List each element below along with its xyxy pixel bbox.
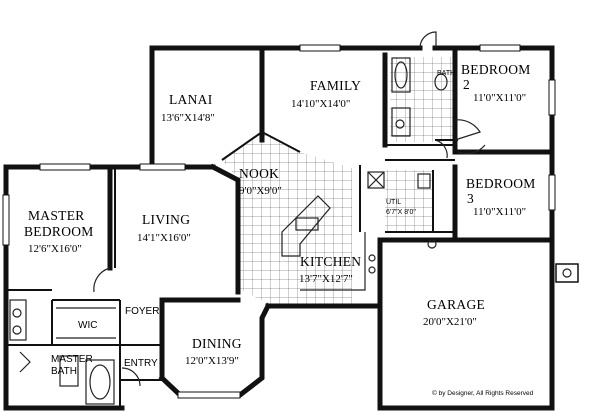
door-swing-master [93, 267, 111, 293]
bedroom2-label: BEDROOM [461, 62, 531, 77]
kitchen-sink [295, 217, 319, 231]
garage-dim: 20'0"X21'0" [423, 316, 477, 328]
foyer-label: FOYER [125, 306, 159, 317]
living-walls [112, 163, 241, 295]
copyright-notice: © by Designer, All Rights Reserved [432, 389, 534, 397]
kitchen-label: KITCHEN [300, 254, 361, 269]
masterbath-label-line1: MASTER [51, 354, 93, 365]
living-dim: 14'1"X16'0" [137, 232, 191, 244]
kitchen-counter [300, 232, 366, 291]
door-swing-bedroom2 [454, 119, 481, 141]
master-label-line2: BEDROOM [24, 224, 94, 239]
family-walls [259, 45, 423, 148]
window [299, 44, 341, 52]
family-dim: 14'10"X14'0" [291, 98, 350, 110]
water-heater [417, 173, 431, 189]
window [177, 391, 241, 399]
lanai-dim: 13'6"X14'8" [161, 112, 215, 124]
nook-label: NOOK [239, 166, 279, 181]
bedroom3-dim: 11'0"X11'0" [473, 206, 526, 218]
lanai-label: LANAI [169, 92, 213, 107]
bedroom2-dim: 11'0"X11'0" [473, 92, 526, 104]
kitchen-island [281, 195, 331, 257]
master-label-line1: MASTER [28, 208, 85, 223]
master-tub [85, 359, 115, 405]
wic-shelves [56, 307, 116, 339]
bedroom3-label: BEDROOM [466, 176, 536, 191]
window [479, 44, 521, 52]
bath-label: BATH [437, 70, 455, 77]
bedroom3-number: 3 [467, 191, 474, 206]
nook-tile-floor [222, 132, 352, 305]
window [39, 163, 91, 171]
door-swing-entry [121, 367, 141, 387]
kitchen-walls [265, 237, 555, 411]
bathtub [391, 57, 411, 93]
nook-dim: 9'0"X9'0" [239, 185, 282, 197]
shower [19, 351, 31, 373]
garage-post [427, 239, 437, 249]
toilet [434, 73, 448, 91]
masterbath-label-line2: BATH [51, 366, 77, 377]
master-dim: 12'6"X16'0" [28, 243, 82, 255]
entry-label: ENTRY [124, 358, 158, 369]
bedroom2-number: 2 [463, 77, 470, 92]
garage-label: GARAGE [427, 297, 485, 312]
util-label: UTIL [386, 199, 401, 206]
window [548, 174, 556, 211]
wic-label: WIC [78, 320, 97, 331]
vanity [391, 107, 411, 137]
bedroom-block-walls [377, 45, 555, 243]
window [2, 194, 10, 246]
dining-label: DINING [192, 336, 242, 351]
door-swing-front [419, 31, 437, 49]
kitchen-dim: 13'7"X12'7" [299, 273, 353, 285]
window [139, 163, 186, 171]
door-swing-bath [434, 139, 448, 159]
interior-partitions [6, 139, 458, 408]
nook-walls [221, 130, 301, 161]
window [548, 79, 556, 116]
util-tile-floor [385, 170, 433, 232]
dining-walls [158, 297, 272, 398]
living-label: LIVING [142, 212, 190, 227]
hose-bib-box [555, 263, 579, 283]
washer [367, 171, 385, 189]
dining-dim: 12'0"X13'9" [185, 355, 239, 367]
util-dim: 6'7"X 8'0" [386, 209, 416, 216]
door-swing-bedroom3 [457, 144, 486, 155]
family-label: FAMILY [310, 78, 361, 93]
